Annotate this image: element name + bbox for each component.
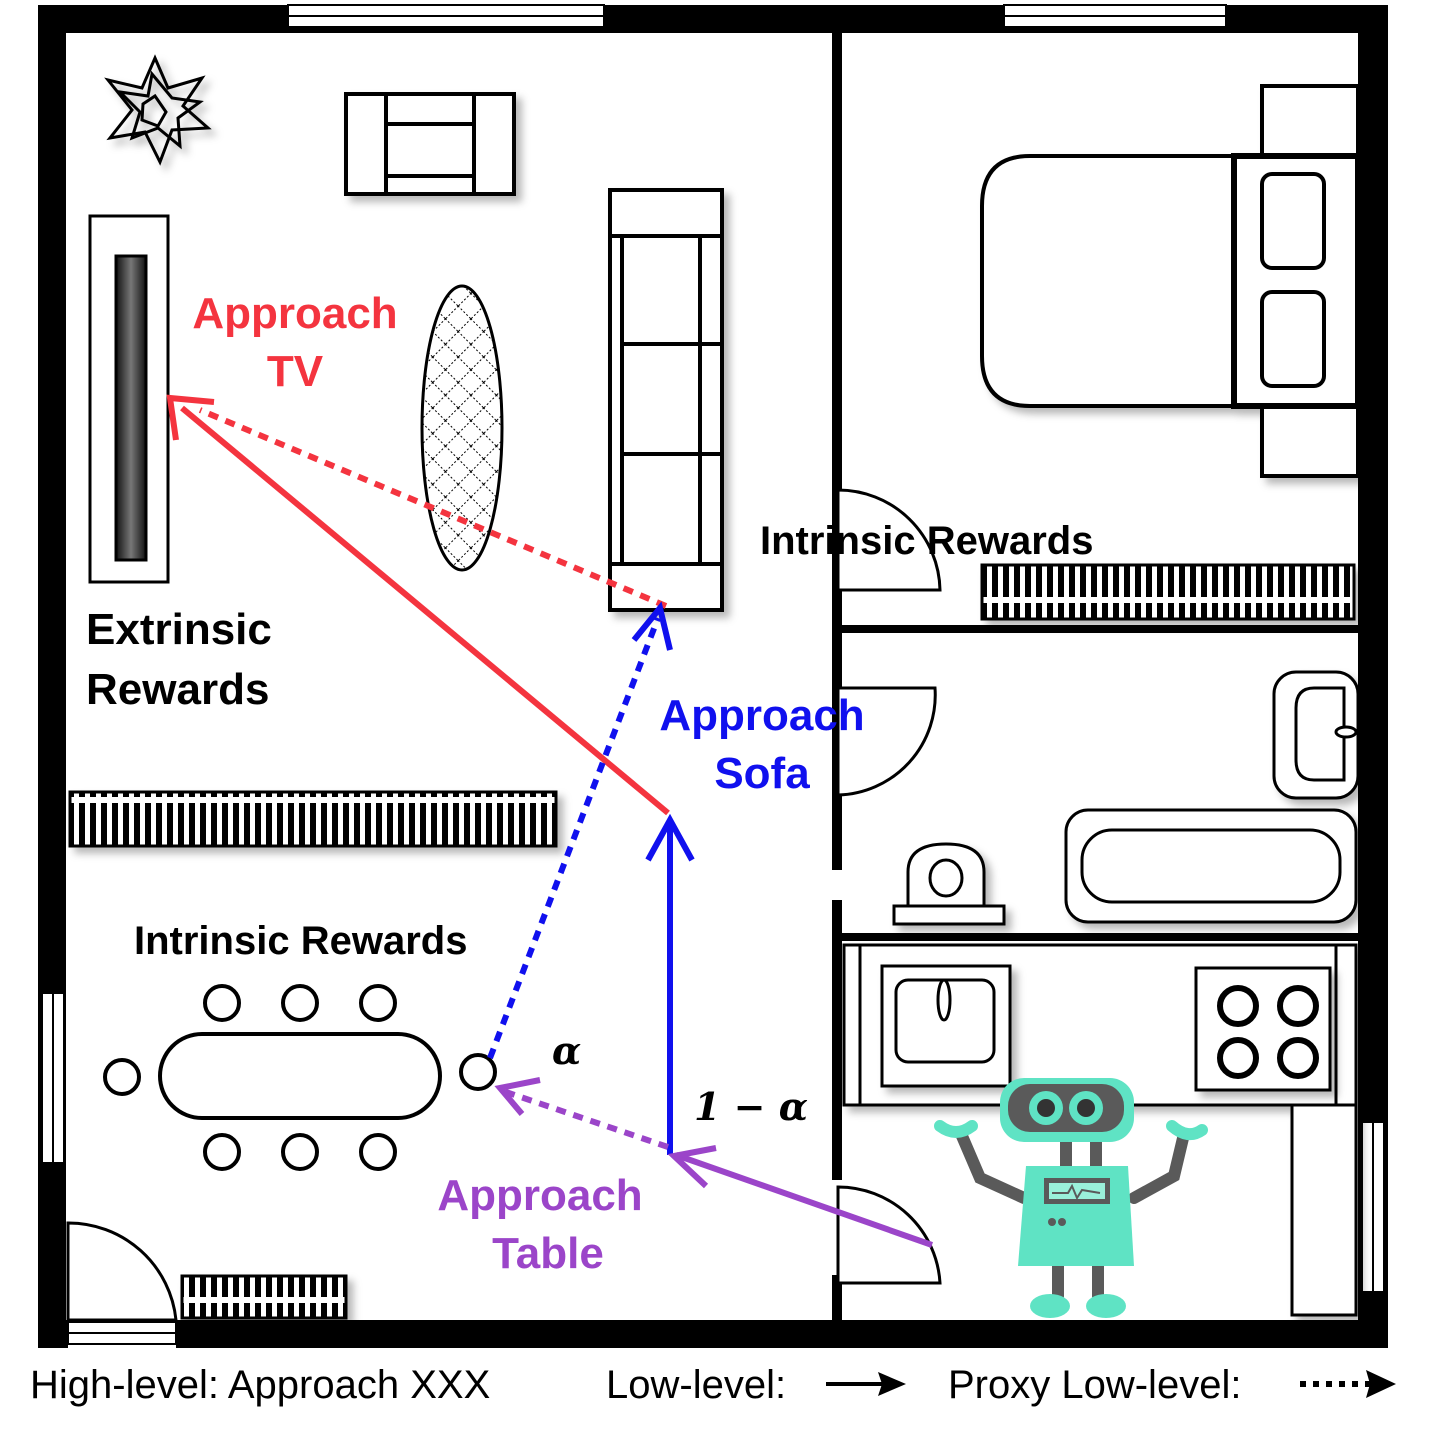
toilet-icon: [892, 842, 1006, 926]
rug-icon: [420, 284, 504, 572]
label-one-minus-alpha: 1 − α: [694, 1084, 808, 1129]
label-approach-table: Approach Table: [437, 1171, 642, 1278]
armchair-icon: [344, 92, 516, 196]
path-tv-proxy: [198, 407, 668, 609]
path-table-solid: [667, 1145, 933, 1248]
star-lamp-icon: [104, 54, 212, 166]
label-extrinsic-rewards: Extrinsic Rewards: [86, 605, 272, 714]
legend-low-level: Low-level:: [606, 1363, 786, 1407]
path-sofa-solid: [645, 813, 695, 1155]
label-approach-table-line1: Approach: [437, 1171, 642, 1220]
legend-proxy-low-level: Proxy Low-level:: [948, 1363, 1241, 1407]
dining-table-icon: [103, 984, 497, 1171]
label-intrinsic-rewards-dining: Intrinsic Rewards: [134, 919, 467, 963]
door-icon: [66, 488, 942, 1322]
path-table-proxy: [494, 1077, 669, 1150]
tv-icon: [88, 214, 170, 584]
label-intrinsic-rewards-bedroom: Intrinsic Rewards: [760, 519, 1093, 563]
stove-icon: [1194, 966, 1332, 1092]
robot-icon: [934, 1078, 1208, 1318]
legend-proxy-arrow-icon: [1300, 1370, 1396, 1398]
legend: High-level: Approach XXX Low-level: Prox…: [30, 1363, 1396, 1407]
path-sofa-proxy: [487, 601, 673, 1060]
label-approach-tv-line1: Approach: [192, 289, 397, 338]
legend-high-level: High-level: Approach XXX: [30, 1363, 490, 1407]
bed-icon: [980, 84, 1361, 478]
path-tv-solid: [166, 394, 670, 816]
label-approach-table-line2: Table: [492, 1229, 604, 1278]
window-icon: [41, 4, 1385, 1345]
bathtub-icon: [1064, 808, 1358, 924]
label-extrinsic-line2: Rewards: [86, 665, 269, 714]
label-alpha: α: [552, 1028, 581, 1073]
label-approach-tv-line2: TV: [267, 347, 324, 396]
sink-icon: [1272, 670, 1360, 800]
legend-low-level-arrow-icon: [826, 1372, 906, 1396]
label-approach-tv: Approach TV: [192, 289, 397, 396]
kitchen-sink-icon: [880, 964, 1012, 1088]
radiator-icon: [68, 563, 1356, 1320]
label-extrinsic-line1: Extrinsic: [86, 605, 272, 654]
label-approach-sofa-line2: Sofa: [714, 749, 810, 798]
label-approach-sofa: Approach Sofa: [659, 691, 864, 798]
label-approach-sofa-line1: Approach: [659, 691, 864, 740]
sofa-icon: [608, 188, 724, 612]
